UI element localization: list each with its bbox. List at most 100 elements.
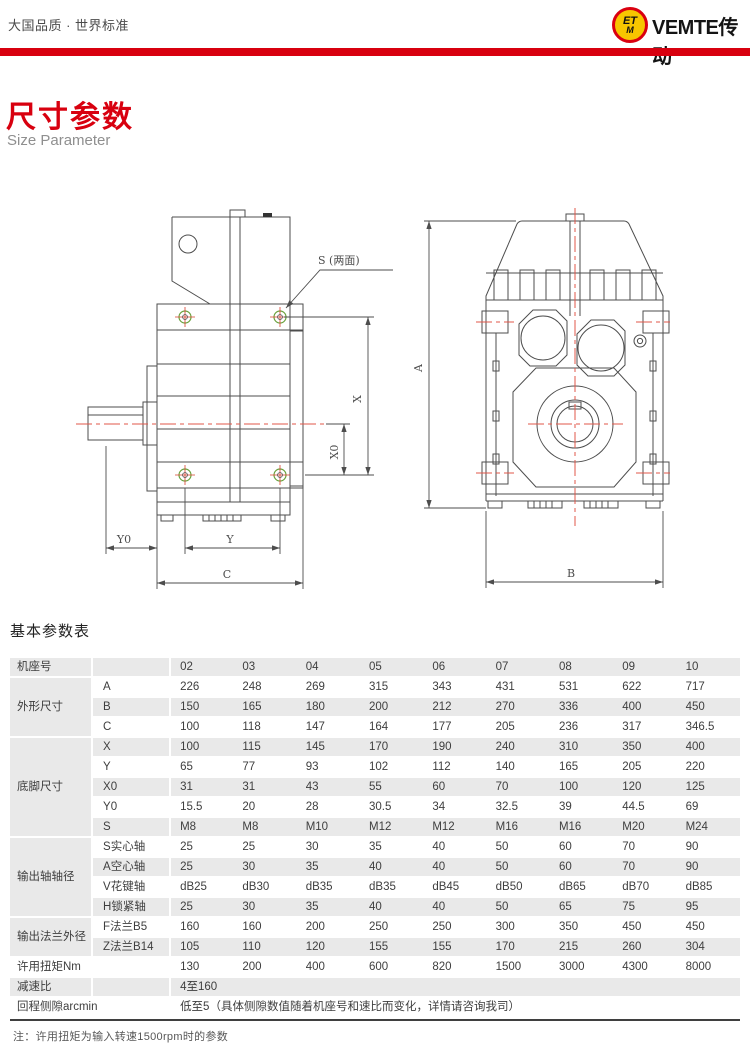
value-cell: 70: [613, 857, 677, 878]
value-cell: 336: [549, 697, 614, 718]
value-cell: 164: [360, 717, 424, 738]
value-cell: 15.5: [170, 797, 234, 818]
dim-label-b: B: [567, 567, 575, 580]
value-cell: 60: [549, 837, 614, 858]
value-cell: 431: [486, 677, 550, 698]
dim-label-y0: Y0: [116, 533, 131, 546]
value-cell: 600: [360, 957, 424, 978]
row-sub-label: A: [92, 677, 172, 698]
logo-monogram-top: ET: [622, 14, 638, 27]
value-cell: 310: [549, 737, 614, 758]
value-cell: 4300: [613, 957, 677, 978]
value-cell: 40: [360, 897, 424, 918]
value-cell: 165: [233, 697, 297, 718]
value-cell: 140: [486, 757, 550, 778]
value-cell: 130: [170, 957, 234, 978]
value-cell: 350: [613, 737, 677, 758]
value-cell: dB65: [549, 877, 614, 898]
page-title-en: Size Parameter: [7, 132, 111, 149]
value-cell: 60: [549, 857, 614, 878]
value-cell: 31: [233, 777, 297, 798]
value-cell: 25: [233, 837, 297, 858]
value-cell: 212: [423, 697, 487, 718]
front-view-dimensions: [424, 220, 664, 588]
value-cell: 90: [676, 857, 740, 878]
row-group-label: 回程侧隙arcmin: [10, 997, 98, 1018]
value-cell: 60: [423, 777, 487, 798]
value-cell: 150: [170, 697, 234, 718]
value-cell: M24: [676, 817, 740, 838]
footnote: 注：许用扭矩为输入转速1500rpm时的参数: [13, 1031, 229, 1043]
value-cell: M8: [170, 817, 234, 838]
value-cell: 65: [549, 897, 614, 918]
value-cell: 205: [613, 757, 677, 778]
row-group-label: 输出轴轴径: [10, 837, 94, 918]
row-group-label: 底脚尺寸: [10, 737, 94, 838]
row-group-label: 机座号: [10, 658, 94, 678]
value-cell: dB50: [486, 877, 550, 898]
value-cell: dB45: [423, 877, 487, 898]
value-cell: 07: [486, 658, 550, 678]
value-cell: 08: [549, 658, 614, 678]
value-cell: 531: [549, 677, 614, 698]
bolt-hole-icons: [175, 307, 290, 485]
value-cell: 40: [423, 897, 487, 918]
value-cell: 3000: [549, 957, 614, 978]
value-cell: 260: [613, 937, 677, 958]
value-cell: 43: [296, 777, 360, 798]
value-cell: dB35: [296, 877, 360, 898]
value-cell: 100: [170, 717, 234, 738]
row-sub-label: [92, 658, 172, 678]
value-cell: 77: [233, 757, 297, 778]
value-cell: 44.5: [613, 797, 677, 818]
value-cell: 250: [423, 917, 487, 938]
value-cell: 70: [613, 837, 677, 858]
side-view-outline: [87, 209, 304, 522]
value-cell: dB35: [360, 877, 424, 898]
value-cell: 40: [360, 857, 424, 878]
header-divider-bar: [0, 48, 750, 56]
value-cell: 25: [170, 857, 234, 878]
value-cell: 55: [360, 777, 424, 798]
value-cell: dB70: [613, 877, 677, 898]
value-cell: M16: [486, 817, 550, 838]
header-slogan: 大国品质 · 世界标准: [8, 18, 130, 33]
value-cell: 177: [423, 717, 487, 738]
value-cell: 200: [360, 697, 424, 718]
value-cell: 205: [486, 717, 550, 738]
value-cell: 220: [676, 757, 740, 778]
page-title-cn: 尺寸参数: [6, 101, 134, 134]
value-cell: 717: [676, 677, 740, 698]
value-cell: 317: [613, 717, 677, 738]
value-cell: 400: [613, 697, 677, 718]
row-group-label: 外形尺寸: [10, 677, 94, 738]
value-cell: 69: [676, 797, 740, 818]
value-cell: 145: [296, 737, 360, 758]
value-cell: 215: [549, 937, 614, 958]
row-sub-label: Z法兰B14: [92, 937, 172, 958]
value-cell: 31: [170, 777, 234, 798]
value-cell: 32.5: [486, 797, 550, 818]
table-bottom-rule: [10, 1019, 740, 1021]
value-cell: 95: [676, 897, 740, 918]
value-cell: 226: [170, 677, 234, 698]
value-cell: M8: [233, 817, 297, 838]
value-cell: 02: [170, 658, 234, 678]
value-cell: 40: [423, 857, 487, 878]
value-cell: 350: [549, 917, 614, 938]
value-cell: 343: [423, 677, 487, 698]
value-cell: M10: [296, 817, 360, 838]
row-group-label: 减速比: [10, 977, 94, 998]
row-sub-label: F法兰B5: [92, 917, 172, 938]
value-cell: 102: [360, 757, 424, 778]
value-cell: 155: [360, 937, 424, 958]
